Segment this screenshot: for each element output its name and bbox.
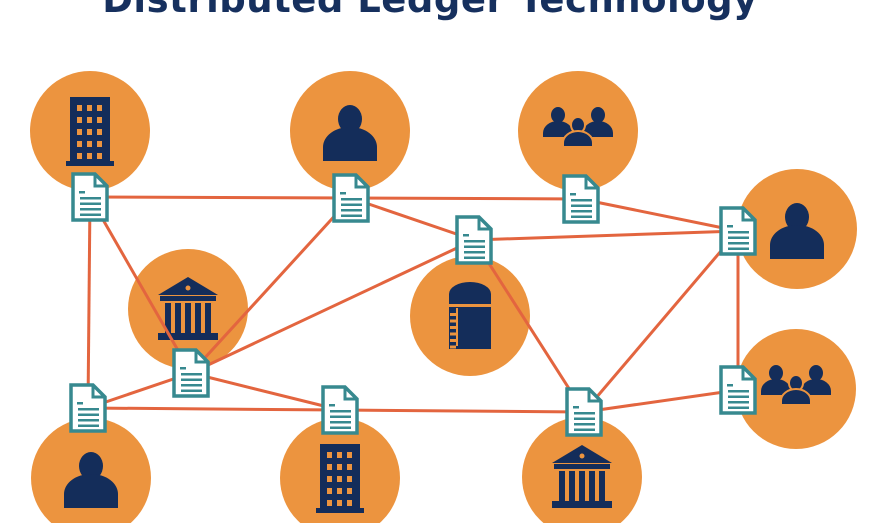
ledger-document-icon bbox=[719, 365, 757, 415]
participant-node bbox=[280, 418, 400, 523]
participant-node bbox=[31, 418, 151, 523]
connection-line bbox=[583, 388, 739, 414]
diagram-title: Distributed Ledger Technology bbox=[0, 0, 860, 21]
participant-nodes bbox=[30, 71, 857, 523]
participant-node bbox=[30, 71, 150, 191]
connection-line bbox=[88, 196, 193, 374]
connection-line bbox=[86, 196, 92, 409]
participant-node bbox=[737, 169, 857, 289]
bank-icon bbox=[552, 445, 612, 508]
ledger-document-icon bbox=[455, 215, 493, 265]
tower-icon bbox=[448, 282, 492, 349]
connection-line bbox=[350, 196, 582, 201]
ledger-document-icon bbox=[565, 387, 603, 437]
ledger-document-icon bbox=[172, 348, 210, 398]
connection-line bbox=[89, 195, 352, 200]
participant-node bbox=[736, 329, 856, 449]
participant-node bbox=[518, 71, 638, 191]
connection-line bbox=[473, 229, 739, 242]
connection-line bbox=[189, 196, 353, 375]
ledger-document-icon bbox=[321, 385, 359, 435]
connection-line bbox=[582, 230, 740, 413]
ledger-document-icon bbox=[69, 383, 107, 433]
participant-node bbox=[128, 249, 248, 369]
person-icon bbox=[323, 105, 377, 161]
node-circle bbox=[522, 417, 642, 523]
connection-line bbox=[87, 406, 341, 412]
ledger-document-icon bbox=[562, 174, 600, 224]
person-icon bbox=[64, 452, 118, 508]
participant-node bbox=[290, 71, 410, 191]
group-icon bbox=[543, 107, 613, 148]
connection-line bbox=[190, 371, 341, 412]
connection-line bbox=[190, 238, 475, 375]
connection-line bbox=[472, 239, 586, 413]
connection-line bbox=[350, 196, 475, 242]
connection-line bbox=[339, 408, 585, 414]
participant-node bbox=[410, 256, 530, 376]
ledger-document-icon bbox=[332, 173, 370, 223]
office-building-icon bbox=[66, 97, 114, 166]
person-icon bbox=[770, 203, 824, 259]
ledger-document-icon bbox=[719, 206, 757, 256]
group-icon bbox=[761, 365, 831, 406]
office-building-icon bbox=[316, 444, 364, 513]
participant-node bbox=[522, 417, 642, 523]
ledger-copies bbox=[69, 172, 757, 437]
connection-line bbox=[580, 197, 739, 233]
ledger-document-icon bbox=[71, 172, 109, 222]
bank-icon bbox=[158, 277, 218, 340]
